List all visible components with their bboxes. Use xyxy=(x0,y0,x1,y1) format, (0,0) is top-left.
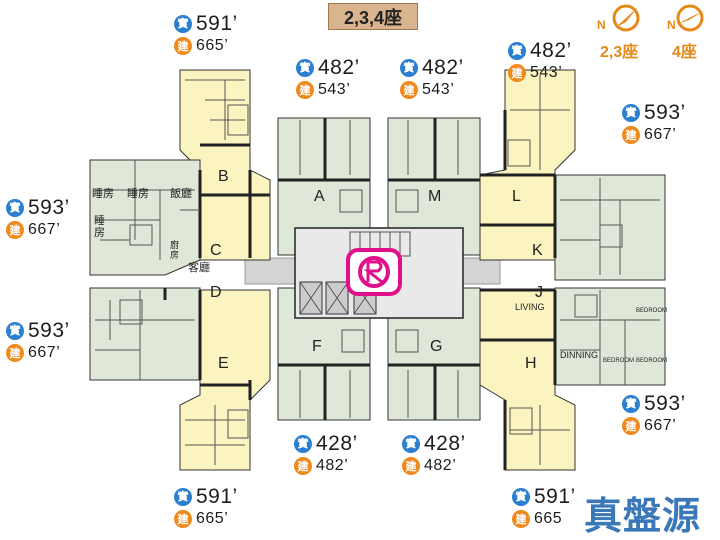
flat-letter-j: J xyxy=(535,284,543,301)
compass-icon-2 xyxy=(676,4,705,32)
flat-letter-k: K xyxy=(532,242,543,259)
room-dining: 飯廳 xyxy=(170,188,192,200)
flat-letter-h: H xyxy=(525,355,537,372)
flat-k-outline xyxy=(554,174,666,281)
gross-area: 665’ xyxy=(196,37,229,54)
gross-area: 667’ xyxy=(28,221,61,238)
saleable-area-icon: 實 xyxy=(174,487,192,506)
developer-logo xyxy=(346,248,402,296)
gross-area-icon: 建 xyxy=(174,37,192,55)
gross-area: 667’ xyxy=(28,344,61,361)
room-bedroom-3: 睡房 xyxy=(94,215,105,239)
gross-area: 482’ xyxy=(424,457,457,474)
saleable-area: 482’ xyxy=(318,56,360,79)
gross-area: 543’ xyxy=(422,81,455,98)
gross-area-icon: 建 xyxy=(508,64,526,82)
gross-area: 667’ xyxy=(644,126,677,143)
gross-area: 543’ xyxy=(530,64,563,81)
flat-j-outline xyxy=(554,287,666,386)
flat-letter-g: G xyxy=(430,338,443,355)
flat-c-outline xyxy=(89,159,201,276)
compass-label-4: 4座 xyxy=(672,44,697,61)
saleable-area: 593’ xyxy=(644,101,686,124)
saleable-area: 593’ xyxy=(28,319,70,342)
room-bedroom-1: 睡房 xyxy=(92,188,114,200)
saleable-area: 482’ xyxy=(530,39,572,62)
saleable-area-icon: 實 xyxy=(294,434,312,453)
compass-icon-1 xyxy=(612,4,640,32)
room-bedroom-en-3: BEDROOM xyxy=(636,308,668,314)
saleable-area-icon: 實 xyxy=(402,434,420,453)
saleable-area: 428’ xyxy=(424,432,466,455)
gross-area-icon: 建 xyxy=(402,457,420,475)
gross-area: 667’ xyxy=(644,417,677,434)
room-kitchen: 廚房 xyxy=(170,240,180,260)
saleable-area: 482’ xyxy=(422,56,464,79)
saleable-area: 428’ xyxy=(316,432,358,455)
saleable-area-icon: 實 xyxy=(512,487,530,506)
saleable-area-icon: 實 xyxy=(296,58,314,77)
watermark: 真盤源 xyxy=(584,494,702,538)
flat-d-outline xyxy=(89,287,201,381)
room-dining-en: DINNING xyxy=(560,350,598,360)
gross-area-icon: 建 xyxy=(294,457,312,475)
flat-letter-e: E xyxy=(218,355,229,372)
flat-letter-a: A xyxy=(314,188,325,205)
saleable-area: 591’ xyxy=(534,485,576,508)
saleable-area: 591’ xyxy=(196,485,238,508)
gross-area-icon: 建 xyxy=(622,126,640,144)
room-living-en: LIVING xyxy=(515,302,545,312)
saleable-area-icon: 實 xyxy=(6,321,24,340)
gross-area-icon: 建 xyxy=(296,81,314,99)
room-bedroom-2: 睡房 xyxy=(127,188,149,200)
flat-letter-l: L xyxy=(512,188,521,205)
gross-area-icon: 建 xyxy=(400,81,418,99)
saleable-area-icon: 實 xyxy=(622,394,640,413)
saleable-area: 593’ xyxy=(28,196,70,219)
flat-letter-d: D xyxy=(210,284,222,301)
flat-letter-c: C xyxy=(210,242,222,259)
saleable-area-icon: 實 xyxy=(174,14,192,33)
saleable-area-icon: 實 xyxy=(508,41,526,60)
gross-area-icon: 建 xyxy=(622,417,640,435)
gross-area-icon: 建 xyxy=(6,344,24,362)
saleable-area: 591’ xyxy=(196,12,238,35)
gross-area: 665’ xyxy=(196,510,229,527)
saleable-area-icon: 實 xyxy=(6,198,24,217)
gross-area: 543’ xyxy=(318,81,351,98)
room-bedroom-en-1: BEDROOM xyxy=(603,358,635,364)
saleable-area-icon: 實 xyxy=(400,58,418,77)
north-label-1: N xyxy=(597,18,606,32)
gross-area-icon: 建 xyxy=(512,510,530,528)
flat-letter-b: B xyxy=(218,168,229,185)
gross-area: 482’ xyxy=(316,457,349,474)
room-living: 客廳 xyxy=(188,262,210,274)
room-bedroom-en-2: BEDROOM xyxy=(636,358,668,364)
flat-letter-f: F xyxy=(312,338,322,355)
north-label-2: N xyxy=(667,18,676,32)
gross-area-icon: 建 xyxy=(174,510,192,528)
block-title: 2,3,4座 xyxy=(328,3,418,30)
compass-label-23: 2,3座 xyxy=(600,44,639,61)
gross-area: 665 xyxy=(534,510,563,527)
flat-letter-m: M xyxy=(428,188,442,205)
gross-area-icon: 建 xyxy=(6,221,24,239)
saleable-area-icon: 實 xyxy=(622,103,640,122)
saleable-area: 593’ xyxy=(644,392,686,415)
